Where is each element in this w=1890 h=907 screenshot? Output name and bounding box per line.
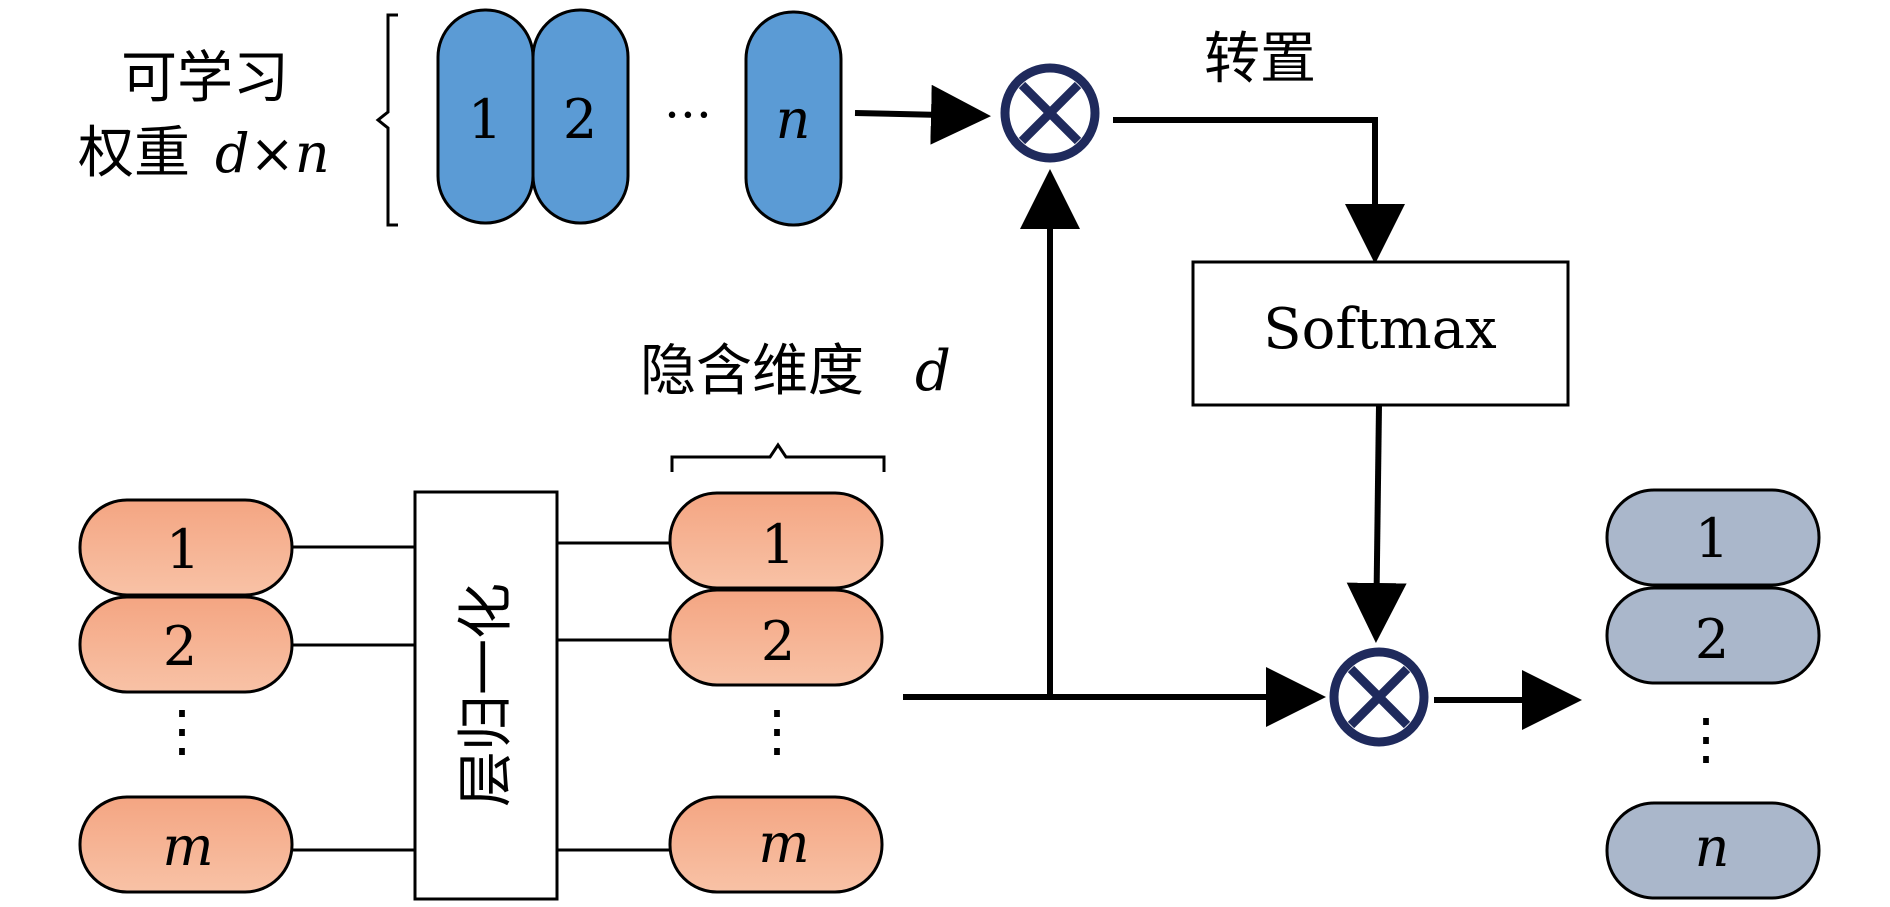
- weights-label-line2-prefix: 权重: [78, 121, 190, 186]
- normalized-token-1: [668, 491, 884, 590]
- normalized-token-label-2: 2: [761, 610, 795, 673]
- hidden-dim-label-math: d: [915, 339, 951, 404]
- input-token-label-2: 2: [163, 615, 197, 678]
- normalized-tokens: 1 2 m ⋮: [557, 491, 884, 894]
- input-tokens-ellipsis: ⋮: [154, 699, 210, 764]
- softmax-to-multiply-arrow: [1346, 404, 1407, 643]
- input-token-2: [78, 595, 294, 694]
- output-tokens-ellipsis: ⋮: [1678, 707, 1734, 772]
- weight-capsule-n: [744, 10, 843, 227]
- hidden-dim-label-prefix: 隐含维度: [640, 339, 864, 404]
- weights-label-line1: 可学习: [121, 46, 289, 111]
- input-token-1: [78, 498, 294, 597]
- weights-label-line2-math: d×n: [215, 122, 330, 185]
- output-token-label-n: n: [1695, 816, 1730, 879]
- hidden-dim-brace: [670, 442, 886, 472]
- multiply-icon-top: [1000, 63, 1100, 163]
- normalized-token-label-1: 1: [761, 513, 795, 576]
- weight-capsule-2: [531, 8, 630, 225]
- output-token-2: [1605, 586, 1821, 685]
- normalized-token-2: [668, 588, 884, 687]
- output-token-label-2: 2: [1695, 608, 1729, 671]
- weight-label-1: 1: [468, 88, 502, 151]
- softmax-box: [1191, 260, 1570, 407]
- input-tokens: 1 2 m ⋮: [78, 498, 415, 894]
- input-token-label-1: 1: [166, 518, 200, 581]
- output-token-n: [1605, 801, 1821, 900]
- weight-capsules: 1 2 n ···: [436, 8, 843, 227]
- softmax-label: Softmax: [1263, 297, 1496, 362]
- input-token-m: [78, 795, 294, 894]
- normalized-token-m: [668, 795, 884, 894]
- output-tokens: 1 2 n ⋮: [1605, 488, 1821, 900]
- multiply-icon-bottom: [1329, 647, 1429, 747]
- weight-label-n: n: [776, 88, 811, 151]
- weights-to-multiply-arrow: [854, 84, 991, 145]
- transpose-label: 转置: [1204, 27, 1316, 92]
- layernorm-label: 层归一化: [454, 583, 519, 807]
- weights-brace: [375, 13, 398, 227]
- weights-ellipsis: ···: [664, 86, 712, 144]
- layernorm-box: [413, 490, 559, 901]
- input-token-label-m: m: [162, 815, 213, 878]
- transpose-arrow: [1113, 117, 1405, 264]
- output-token-label-1: 1: [1695, 507, 1729, 570]
- weight-label-2: 2: [563, 88, 597, 151]
- normalized-token-label-m: m: [758, 812, 809, 875]
- normalized-tokens-ellipsis: ⋮: [749, 699, 805, 764]
- output-token-1: [1605, 488, 1821, 587]
